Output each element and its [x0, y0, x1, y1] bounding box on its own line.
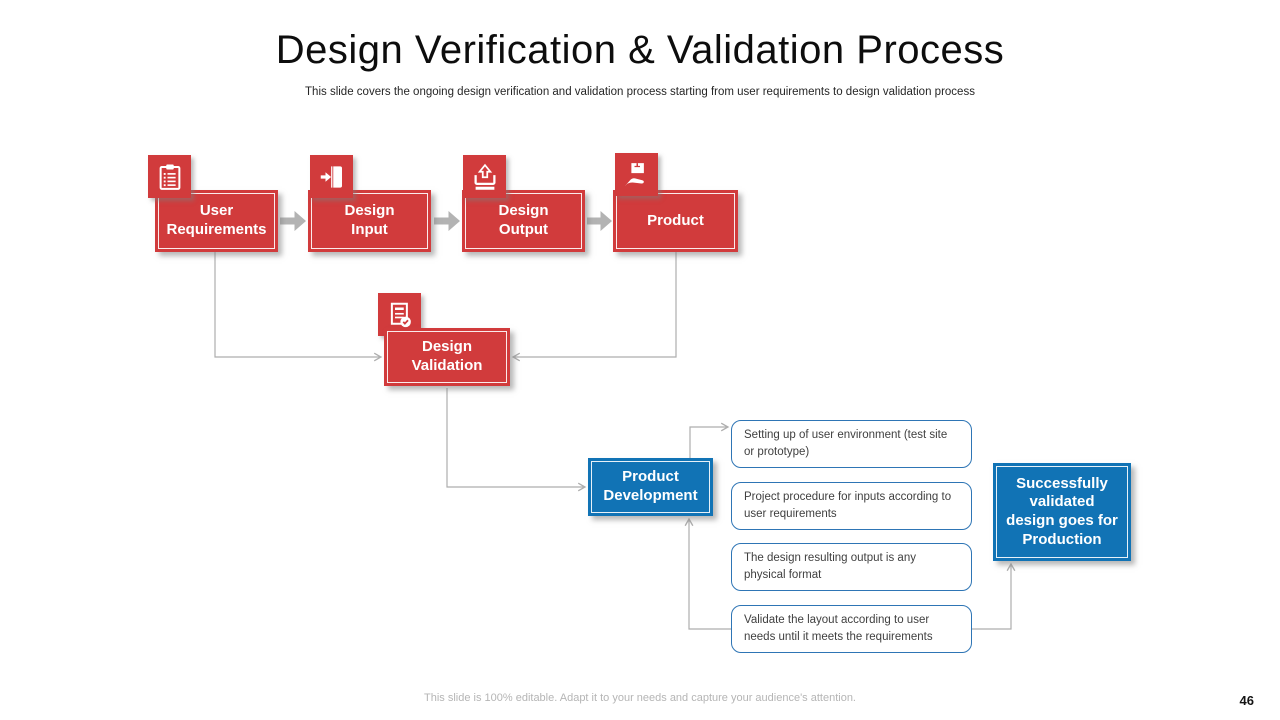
note-text: Validate the layout according to user ne… — [744, 614, 933, 643]
note-text: Project procedure for inputs according t… — [744, 491, 952, 520]
stage-box-user-requirements: User Requirements — [155, 190, 278, 252]
stage-label: Design Validation — [411, 338, 483, 374]
block-arrow-icon — [587, 211, 612, 231]
block-arrow-icon — [280, 211, 306, 231]
stage-label: Design Output — [498, 202, 549, 238]
note-text: Setting up of user environment (test sit… — [744, 429, 948, 458]
hand-box-icon — [615, 153, 658, 196]
stage-label: Product — [647, 211, 704, 229]
stage-box-design-input: Design Input — [308, 190, 431, 252]
slide-subtitle: This slide covers the ongoing design ver… — [305, 86, 975, 98]
note-box-validate-layout: Validate the layout according to user ne… — [731, 605, 972, 653]
note-box-environment: Setting up of user environment (test sit… — [731, 420, 972, 468]
note-box-procedure: Project procedure for inputs according t… — [731, 482, 972, 530]
door-arrow-icon — [310, 155, 353, 198]
upload-tray-icon — [463, 155, 506, 198]
footer-note: This slide is 100% editable. Adapt it to… — [424, 692, 856, 704]
connector-note4-to-development — [684, 517, 731, 630]
note-text: The design resulting output is any physi… — [744, 552, 916, 581]
slide-title: Design Verification & Validation Process — [275, 28, 1005, 72]
connector-validation-to-development — [446, 388, 587, 492]
stage-box-product: Product — [613, 190, 738, 252]
connector-userreq-to-validation — [214, 252, 383, 362]
block-arrow-icon — [434, 211, 460, 231]
stage-label: Successfully validated design goes for P… — [1006, 474, 1118, 548]
development-box: Product Development — [588, 458, 713, 516]
validation-box: Design Validation — [384, 328, 510, 386]
stage-label: Design Input — [344, 202, 395, 238]
stage-label: User Requirements — [166, 202, 267, 238]
stage-label: Product Development — [603, 468, 698, 504]
connector-note4-to-production — [970, 562, 1016, 630]
connector-product-to-validation — [511, 252, 677, 362]
clipboard-icon — [148, 155, 191, 198]
production-box: Successfully validated design goes for P… — [993, 463, 1131, 561]
page-number: 46 — [1239, 693, 1254, 708]
connector-development-to-note1 — [689, 422, 730, 458]
stage-box-design-output: Design Output — [462, 190, 585, 252]
note-box-output-format: The design resulting output is any physi… — [731, 543, 972, 591]
